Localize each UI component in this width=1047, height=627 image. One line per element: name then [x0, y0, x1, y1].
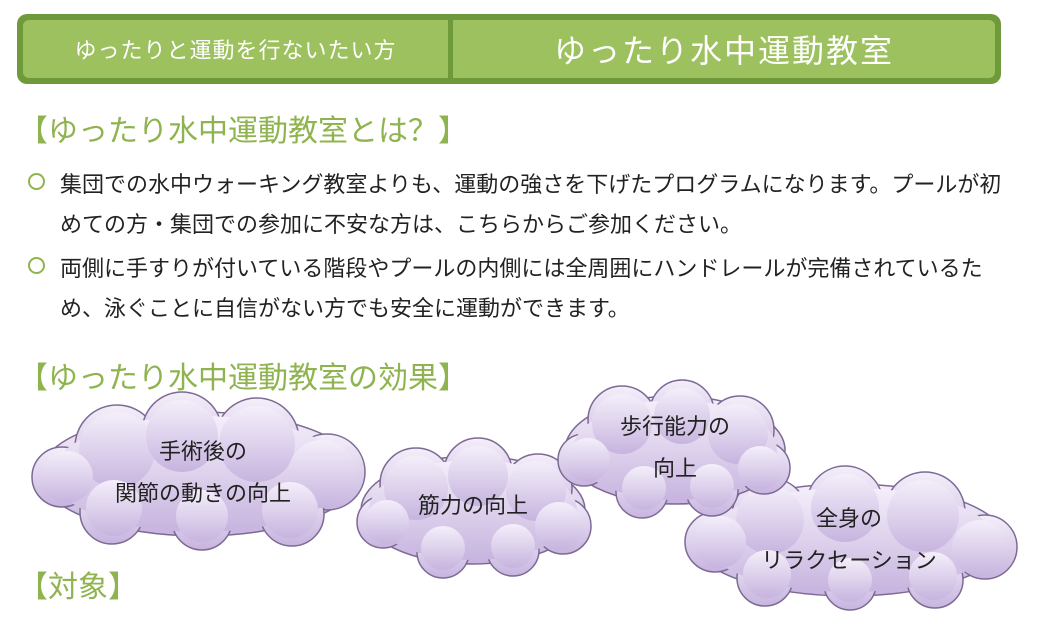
about-item-text: 両側に手すりが付いている階段やプールの内側には全周囲にハンドレールが完備されてい…	[60, 257, 983, 322]
banner-program-title: ゆったり水中運動教室	[453, 20, 995, 78]
cloud-shape-icon	[356, 437, 592, 579]
effect-cloud-muscle-strength: 筋力の向上	[348, 436, 598, 579]
header-banner: ゆったりと運動を行ないたい方 ゆったり水中運動教室	[17, 14, 1001, 84]
about-item-2: 両側に手すりが付いている階段やプールの内側には全周囲にハンドレールが完備されてい…	[28, 250, 1008, 330]
cloud-shape-icon	[684, 465, 1018, 611]
about-item-text: 集団での水中ウォーキング教室よりも、運動の強さを下げたプログラムになります。プー…	[60, 173, 1002, 238]
cloud-shape-icon	[557, 379, 791, 519]
target-heading: 【対象】	[18, 570, 138, 605]
effect-cloud-walking-ability: 歩行能力の 向上	[552, 379, 798, 519]
effect-label: 歩行能力の 向上	[619, 415, 730, 482]
about-heading: 【ゆったり水中運動教室とは？】	[18, 114, 468, 149]
banner-audience-label: ゆったりと運動を行ないたい方	[23, 20, 448, 78]
effect-cloud-joint-mobility: 手術後の 関節の動きの向上	[22, 391, 378, 552]
effect-label: 筋力の向上	[417, 494, 528, 519]
cloud-shape-icon	[31, 391, 366, 551]
effects-heading: 【ゆったり水中運動教室の効果】	[18, 361, 468, 396]
effect-label: 手術後の 関節の動きの向上	[114, 440, 291, 507]
about-item-1: 集団での水中ウォーキング教室よりも、運動の強さを下げたプログラムになります。プー…	[28, 166, 1008, 246]
effect-label: 全身の リラクセーション	[761, 507, 937, 574]
circle-bullet-icon	[28, 173, 45, 190]
effect-cloud-relaxation: 全身の リラクセーション	[675, 462, 1023, 611]
circle-bullet-icon	[28, 257, 45, 274]
